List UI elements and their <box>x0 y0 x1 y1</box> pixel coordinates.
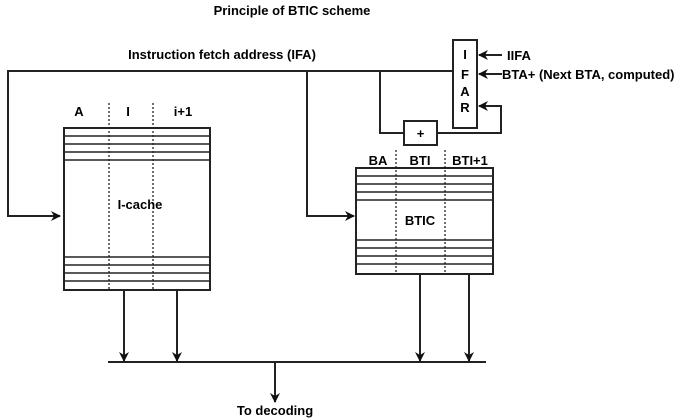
adder-label: + <box>417 126 425 141</box>
btic-col-bti-plus-1: BTI+1 <box>452 153 488 168</box>
diagram-title: Principle of BTIC scheme <box>214 3 371 18</box>
bta-input-label: BTA+ (Next BTA, computed) <box>502 67 675 82</box>
ifar-letter-r: R <box>460 100 470 115</box>
btic: BA BTI BTI+1 BTIC <box>355 150 494 275</box>
icache-label: I-cache <box>118 197 163 212</box>
adder: + <box>403 120 438 146</box>
icache-col-a: A <box>74 104 84 119</box>
ifar-letter-i: I <box>463 47 467 62</box>
ifa-bus <box>7 70 502 221</box>
btic-col-bti: BTI <box>410 153 431 168</box>
ifar-box <box>452 39 478 129</box>
ifa-to-icache-arrow <box>7 70 453 221</box>
ifa-label: Instruction fetch address (IFA) <box>128 47 316 62</box>
ifar-register: I F A R IIFA BTA+ (Next BTA, computed) <box>452 39 675 129</box>
icache-box <box>63 127 211 291</box>
ifa-to-btic-arrow <box>306 71 355 221</box>
btic-col-ba: BA <box>369 153 388 168</box>
icache: A I i+1 I-cache <box>63 103 211 291</box>
output-arrows <box>119 274 474 362</box>
ifar-letter-f: F <box>461 67 469 82</box>
ifar-letter-a: A <box>460 84 470 99</box>
adder-box <box>403 120 438 146</box>
btic-rows-bottom <box>356 239 493 265</box>
to-decoding-label: To decoding <box>237 403 313 418</box>
icache-col-i-plus-1: i+1 <box>174 104 192 119</box>
icache-col-i: I <box>126 104 130 119</box>
btic-rows-top <box>356 175 493 201</box>
icache-rows-top <box>64 135 210 161</box>
iifa-input-label: IIFA <box>507 48 531 63</box>
adder-to-ifar-arrow <box>437 101 502 134</box>
icache-rows-bottom <box>64 256 210 282</box>
btic-label: BTIC <box>405 213 436 228</box>
ifa-to-adder-line <box>379 71 404 134</box>
